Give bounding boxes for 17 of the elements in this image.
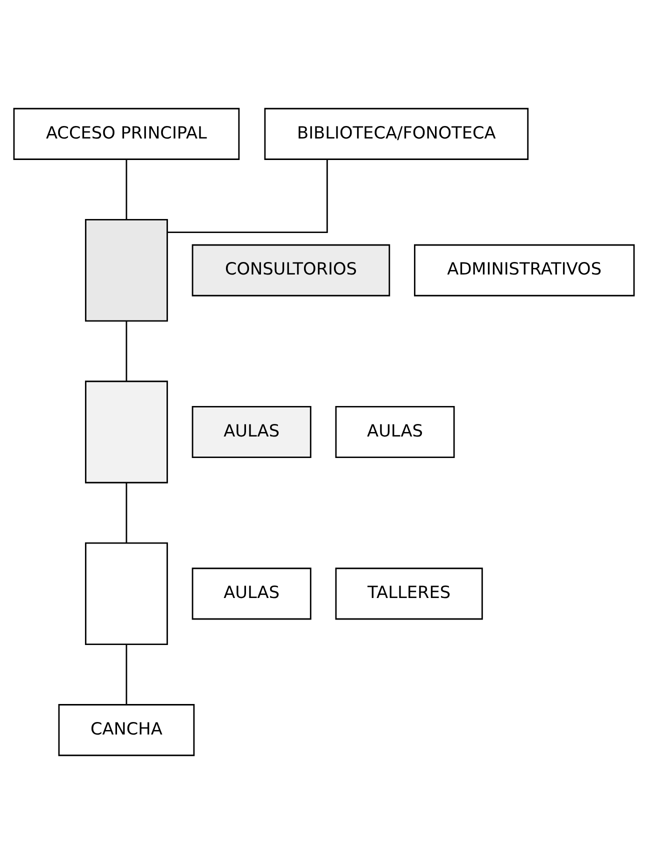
- node-box: ADMINISTRATIVOS: [414, 244, 635, 296]
- node-box: [84, 542, 168, 645]
- node-box: ACCESO PRINCIPAL: [13, 108, 240, 160]
- node-box: [84, 219, 168, 322]
- connector: [126, 644, 128, 704]
- connector: [126, 482, 128, 543]
- node-box: [84, 380, 168, 484]
- connector: [168, 159, 328, 234]
- node-box: AULAS: [192, 406, 312, 458]
- connector: [126, 321, 128, 381]
- connector: [126, 160, 128, 220]
- node-box: CONSULTORIOS: [192, 244, 390, 296]
- node-box: TALLERES: [335, 568, 483, 620]
- node-box: AULAS: [192, 568, 312, 620]
- node-box: BIBLIOTECA/FONOTECA: [264, 108, 529, 160]
- node-box: AULAS: [335, 406, 455, 458]
- node-box: CANCHA: [58, 704, 195, 756]
